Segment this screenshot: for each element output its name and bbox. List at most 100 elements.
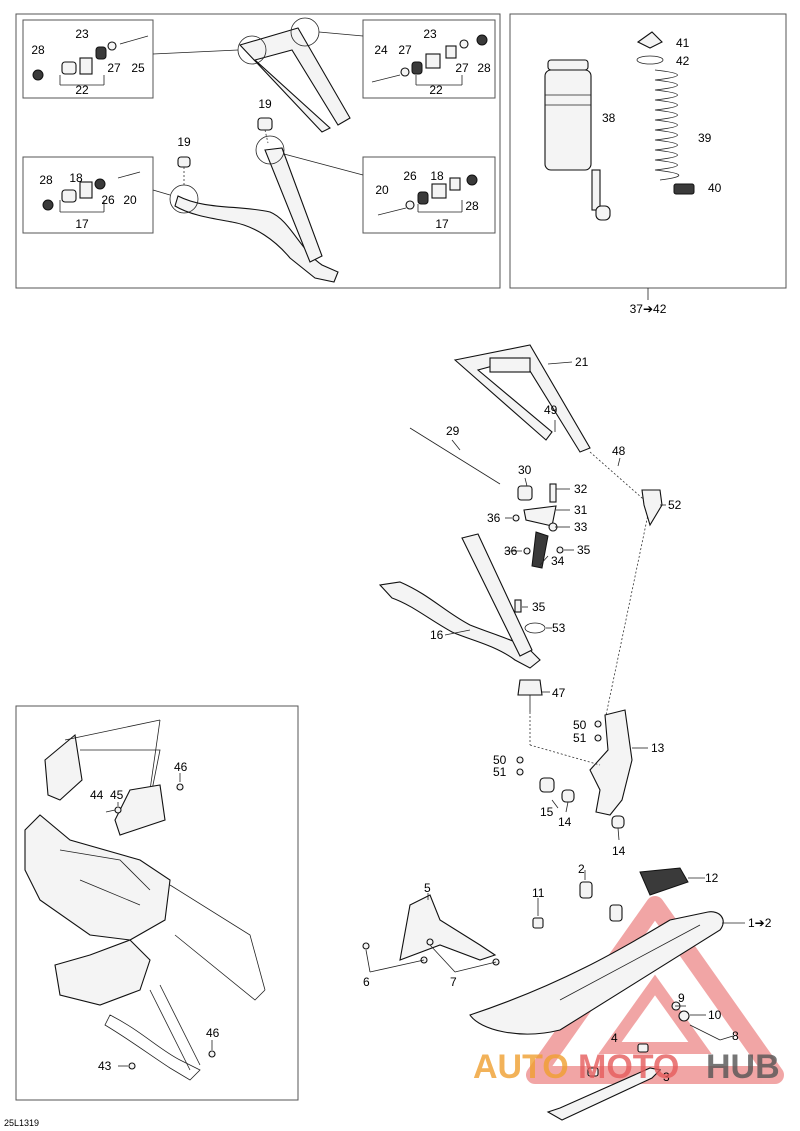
callout: 12 [705, 871, 719, 885]
callout: 5 [424, 881, 431, 895]
callout: 28 [31, 43, 45, 57]
callout-labels-main: 21 49 29 48 30 32 31 52 36 33 36 35 34 3… [363, 355, 772, 1084]
detail-box-a [22, 19, 154, 99]
callout: 34 [551, 554, 565, 568]
callout: 19 [177, 135, 191, 149]
callout: 21 [575, 355, 589, 369]
callout: 32 [574, 482, 588, 496]
callout: 14 [612, 844, 626, 858]
callout: 26 [101, 193, 115, 207]
callout: 15 [540, 805, 554, 819]
callout: 2 [578, 862, 585, 876]
detail-box-b [362, 19, 496, 99]
watermark-hub: HUB [706, 1048, 780, 1086]
callout: 35 [577, 543, 591, 557]
callout: 48 [612, 444, 626, 458]
callout: 51 [573, 731, 587, 745]
leader-lines-main [427, 361, 745, 1041]
hardware-box-d [377, 174, 478, 216]
leader-lines-inset [105, 773, 213, 1067]
callout: 20 [375, 183, 389, 197]
callout-labels-shock: 41 42 38 39 40 [602, 36, 722, 195]
range-label: 37➔42 [630, 302, 667, 316]
callout: 4 [611, 1031, 618, 1045]
callout: 47 [552, 686, 566, 700]
callout: 31 [574, 503, 588, 517]
callout: 33 [574, 520, 588, 534]
figure-code: 25L1319 [4, 1118, 39, 1128]
callout: 28 [477, 61, 491, 75]
callout: 43 [98, 1059, 112, 1073]
callout: 11 [532, 886, 545, 900]
callout: 46 [206, 1026, 220, 1040]
top-left-panel [15, 13, 501, 289]
spring-drawing [636, 31, 695, 195]
callout-labels-inset: 46 44 45 46 43 [90, 760, 220, 1073]
inset-panel [15, 705, 299, 1101]
callout: 3 [663, 1070, 670, 1084]
hardware-box-c [42, 171, 141, 211]
hardware-box-a [32, 35, 149, 81]
callout: 38 [602, 111, 616, 125]
callout: 24 [374, 43, 388, 57]
callout: 18 [69, 171, 83, 185]
callout: 26 [403, 169, 417, 183]
callout: 16 [430, 628, 444, 642]
callout: 35 [532, 600, 546, 614]
upper-a-arm-drawing [152, 17, 364, 133]
callout: 50 [573, 718, 587, 732]
detail-box-d [362, 156, 496, 234]
callout: 22 [429, 83, 443, 97]
lower-a-arm-drawing [152, 117, 364, 283]
callout: 41 [676, 36, 690, 50]
callout: 36 [487, 511, 501, 525]
callout: 27 [398, 43, 412, 57]
callout: 44 [90, 788, 104, 802]
callout: 27 [455, 61, 469, 75]
callout: 29 [446, 424, 460, 438]
callout: 28 [39, 173, 53, 187]
callout: 23 [75, 27, 89, 41]
callout: 1➔2 [748, 916, 772, 930]
detail-box-c [22, 156, 154, 234]
watermark-auto: AUTO [473, 1048, 569, 1086]
callout: 6 [363, 975, 370, 989]
callout: 50 [493, 753, 507, 767]
callout: 53 [552, 621, 566, 635]
callout: 20 [123, 193, 137, 207]
callout: 49 [544, 403, 558, 417]
callout: 28 [465, 199, 479, 213]
callout: 17 [435, 217, 449, 231]
shock-absorber-drawing [544, 59, 611, 221]
main-assembly-drawing [362, 344, 724, 1121]
callout: 13 [651, 741, 665, 755]
callout: 23 [423, 27, 437, 41]
callout: 9 [678, 991, 685, 1005]
inset-chassis-drawing [24, 719, 266, 1081]
callout: 45 [110, 788, 124, 802]
callout: 25 [131, 61, 145, 75]
callout-labels-top-right: 24 27 23 22 27 28 20 26 18 17 28 [374, 27, 491, 231]
callout: 17 [75, 217, 89, 231]
callout: 51 [493, 765, 507, 779]
callout: 7 [450, 975, 457, 989]
callout-lines-top [59, 75, 463, 213]
callout: 14 [558, 815, 572, 829]
callout: 8 [732, 1029, 739, 1043]
callout: 19 [258, 97, 272, 111]
callout: 40 [708, 181, 722, 195]
callout: 42 [676, 54, 690, 68]
callout: 18 [430, 169, 444, 183]
watermark-text: AUTO MOTO HUB [473, 1048, 780, 1086]
callout: 27 [107, 61, 121, 75]
callout: 46 [174, 760, 188, 774]
hardware-box-b [371, 34, 488, 83]
callout: 22 [75, 83, 89, 97]
callout: 52 [668, 498, 682, 512]
callout: 39 [698, 131, 712, 145]
callout: 10 [708, 1008, 722, 1022]
callout: 36 [504, 544, 518, 558]
callout-labels-top-left: 28 23 22 27 25 19 28 18 17 26 20 19 [31, 27, 272, 231]
callout: 30 [518, 463, 532, 477]
